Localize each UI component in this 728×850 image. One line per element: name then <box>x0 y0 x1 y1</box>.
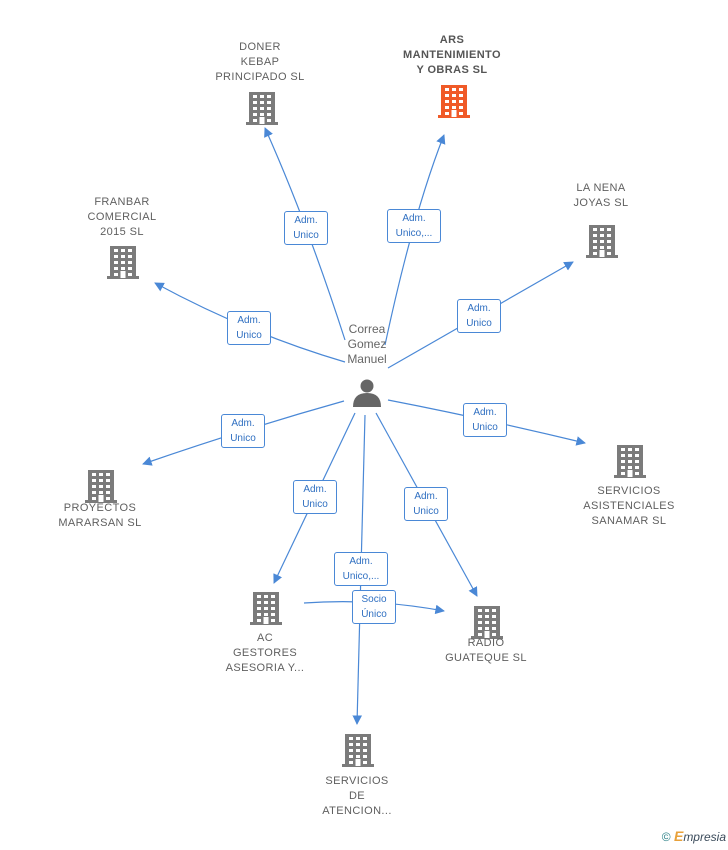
company-label-servicios_aten[interactable]: SERVICIOS DE ATENCION... <box>322 775 392 817</box>
building-icon-proyectos[interactable] <box>85 470 117 503</box>
building-icon-ars[interactable] <box>438 85 470 118</box>
edge-label-servicios_aten[interactable]: Adm. Unico,... <box>334 552 388 586</box>
edge-label-ars[interactable]: Adm. Unico,... <box>387 209 441 243</box>
building-icon-servicios_asist[interactable] <box>614 445 646 478</box>
brand-initial: E <box>673 828 684 844</box>
edge-label-proyectos[interactable]: Adm. Unico <box>221 414 265 448</box>
company-label-doner[interactable]: DONER KEBAP PRINCIPADO SL <box>215 41 305 83</box>
company-label-franbar[interactable]: FRANBAR COMERCIAL 2015 SL <box>87 196 157 238</box>
building-icon-ac_gestores[interactable] <box>250 592 282 625</box>
company-label-ars[interactable]: ARS MANTENIMIENTO Y OBRAS SL <box>403 34 501 76</box>
building-icon-lanena[interactable] <box>586 225 618 258</box>
building-icon-servicios_aten[interactable] <box>342 734 374 767</box>
brand-name: mpresia <box>683 830 726 844</box>
copyright-icon: © <box>661 830 671 844</box>
building-icon-doner[interactable] <box>246 92 278 125</box>
company-label-servicios_asist[interactable]: SERVICIOS ASISTENCIALES SANAMAR SL <box>583 485 675 527</box>
empresia-watermark: © Empresia <box>662 828 726 844</box>
company-label-ac_gestores[interactable]: AC GESTORES ASESORIA Y... <box>225 632 305 674</box>
edge-label-doner[interactable]: Adm. Unico <box>284 211 328 245</box>
edge-label-ac_gestores[interactable]: Adm. Unico <box>293 480 337 514</box>
person-icon[interactable] <box>353 379 381 408</box>
person-name[interactable]: Correa Gomez Manuel <box>347 322 387 366</box>
edge-label-socio[interactable]: Socio Único <box>352 590 396 624</box>
edge-label-radio[interactable]: Adm. Unico <box>404 487 448 521</box>
edge-label-servicios_asist[interactable]: Adm. Unico <box>463 403 507 437</box>
building-icon-franbar[interactable] <box>107 246 139 279</box>
edge-label-franbar[interactable]: Adm. Unico <box>227 311 271 345</box>
building-icon-radio[interactable] <box>471 606 503 639</box>
company-label-proyectos[interactable]: PROYECTOS MARARSAN SL <box>58 502 142 529</box>
edge-label-lanena[interactable]: Adm. Unico <box>457 299 501 333</box>
company-label-lanena[interactable]: LA NENA JOYAS SL <box>573 182 629 209</box>
company-label-radio[interactable]: RADIO GUATEQUE SL <box>445 637 527 664</box>
